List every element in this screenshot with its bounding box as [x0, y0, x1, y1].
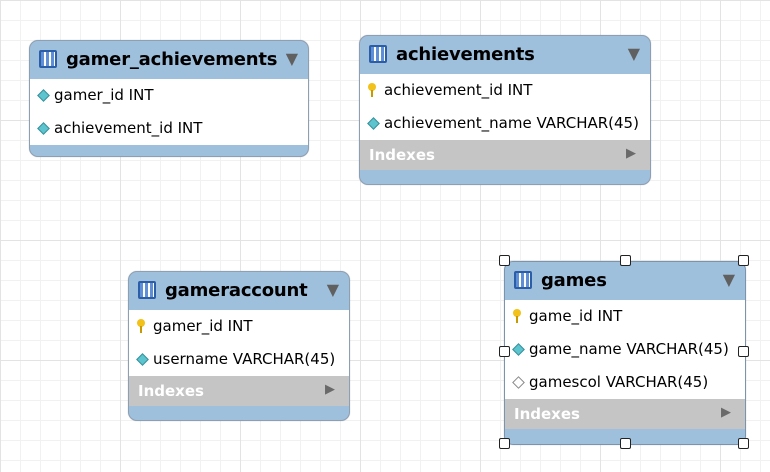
- column-row[interactable]: achievement_name VARCHAR(45): [360, 107, 650, 140]
- table-header[interactable]: achievements ▼: [360, 36, 650, 74]
- collapse-arrow-icon[interactable]: ▼: [627, 44, 640, 63]
- table-icon: [369, 45, 387, 63]
- column-row[interactable]: achievement_id INT: [360, 74, 650, 107]
- table-title: gamer_achievements: [66, 49, 278, 70]
- resize-handle-bottom-right[interactable]: [738, 438, 749, 449]
- expand-arrow-icon[interactable]: ▶: [721, 405, 731, 420]
- column-label: gamer_id INT: [153, 317, 253, 335]
- key-icon: [368, 83, 376, 97]
- foreign-key-icon: [136, 353, 149, 366]
- table-header[interactable]: gamer_achievements ▼: [30, 41, 308, 79]
- column-label: game_id INT: [529, 307, 623, 325]
- collapse-arrow-icon[interactable]: ▼: [326, 280, 339, 299]
- resize-handle-top-left[interactable]: [499, 255, 510, 266]
- table-footer: [30, 145, 308, 154]
- resize-handle-right[interactable]: [738, 346, 749, 357]
- expand-arrow-icon[interactable]: ▶: [325, 382, 335, 397]
- indexes-label: Indexes: [369, 146, 435, 164]
- table-gamer-achievements[interactable]: gamer_achievements ▼ gamer_id INT achiev…: [29, 40, 309, 157]
- collapse-arrow-icon[interactable]: ▼: [722, 270, 735, 289]
- resize-handle-left[interactable]: [499, 346, 510, 357]
- column-row[interactable]: game_id INT: [505, 300, 745, 333]
- column-row[interactable]: game_name VARCHAR(45): [505, 333, 745, 366]
- table-header[interactable]: games ▼: [505, 262, 745, 300]
- column-label: gamescol VARCHAR(45): [529, 373, 709, 391]
- table-games[interactable]: games ▼ game_id INT game_name VARCHAR(45…: [504, 261, 746, 445]
- expand-arrow-icon[interactable]: ▶: [626, 146, 636, 161]
- resize-handle-bottom[interactable]: [620, 438, 631, 449]
- column-label: username VARCHAR(45): [153, 350, 336, 368]
- foreign-key-icon: [512, 343, 525, 356]
- column-row[interactable]: achievement_id INT: [30, 112, 308, 145]
- column-label: achievement_id INT: [384, 81, 533, 99]
- table-achievements[interactable]: achievements ▼ achievement_id INT achiev…: [359, 35, 651, 185]
- column-label: achievement_id INT: [54, 119, 203, 137]
- table-gameraccount[interactable]: gameraccount ▼ gamer_id INT username VAR…: [128, 271, 350, 421]
- table-icon: [138, 281, 156, 299]
- table-header[interactable]: gameraccount ▼: [129, 272, 349, 310]
- column-row[interactable]: gamer_id INT: [129, 310, 349, 343]
- foreign-key-icon: [367, 117, 380, 130]
- foreign-key-icon: [37, 89, 50, 102]
- foreign-key-icon: [37, 122, 50, 135]
- resize-handle-top-right[interactable]: [738, 255, 749, 266]
- resize-handle-top[interactable]: [620, 255, 631, 266]
- column-list: achievement_id INT achievement_name VARC…: [360, 74, 650, 140]
- indexes-section[interactable]: Indexes ▶: [360, 140, 650, 170]
- column-label: game_name VARCHAR(45): [529, 340, 729, 358]
- collapse-arrow-icon[interactable]: ▼: [285, 49, 298, 68]
- table-icon: [39, 50, 57, 68]
- table-title: gameraccount: [165, 280, 308, 301]
- table-title: achievements: [396, 44, 535, 65]
- table-title: games: [541, 270, 607, 291]
- column-row[interactable]: gamescol VARCHAR(45): [505, 366, 745, 399]
- indexes-section[interactable]: Indexes ▶: [129, 376, 349, 406]
- indexes-label: Indexes: [514, 405, 580, 423]
- table-icon: [514, 271, 532, 289]
- column-list: gamer_id INT achievement_id INT: [30, 79, 308, 145]
- indexes-label: Indexes: [138, 382, 204, 400]
- column-list: gamer_id INT username VARCHAR(45): [129, 310, 349, 376]
- nullable-column-icon: [512, 376, 525, 389]
- resize-handle-bottom-left[interactable]: [499, 438, 510, 449]
- column-label: achievement_name VARCHAR(45): [384, 114, 639, 132]
- table-footer: [129, 406, 349, 415]
- table-footer: [360, 170, 650, 179]
- key-icon: [513, 309, 521, 323]
- column-row[interactable]: gamer_id INT: [30, 79, 308, 112]
- column-row[interactable]: username VARCHAR(45): [129, 343, 349, 376]
- column-list: game_id INT game_name VARCHAR(45) gamesc…: [505, 300, 745, 399]
- indexes-section[interactable]: Indexes ▶: [505, 399, 745, 429]
- table-footer: [505, 429, 745, 438]
- key-icon: [137, 319, 145, 333]
- column-label: gamer_id INT: [54, 86, 154, 104]
